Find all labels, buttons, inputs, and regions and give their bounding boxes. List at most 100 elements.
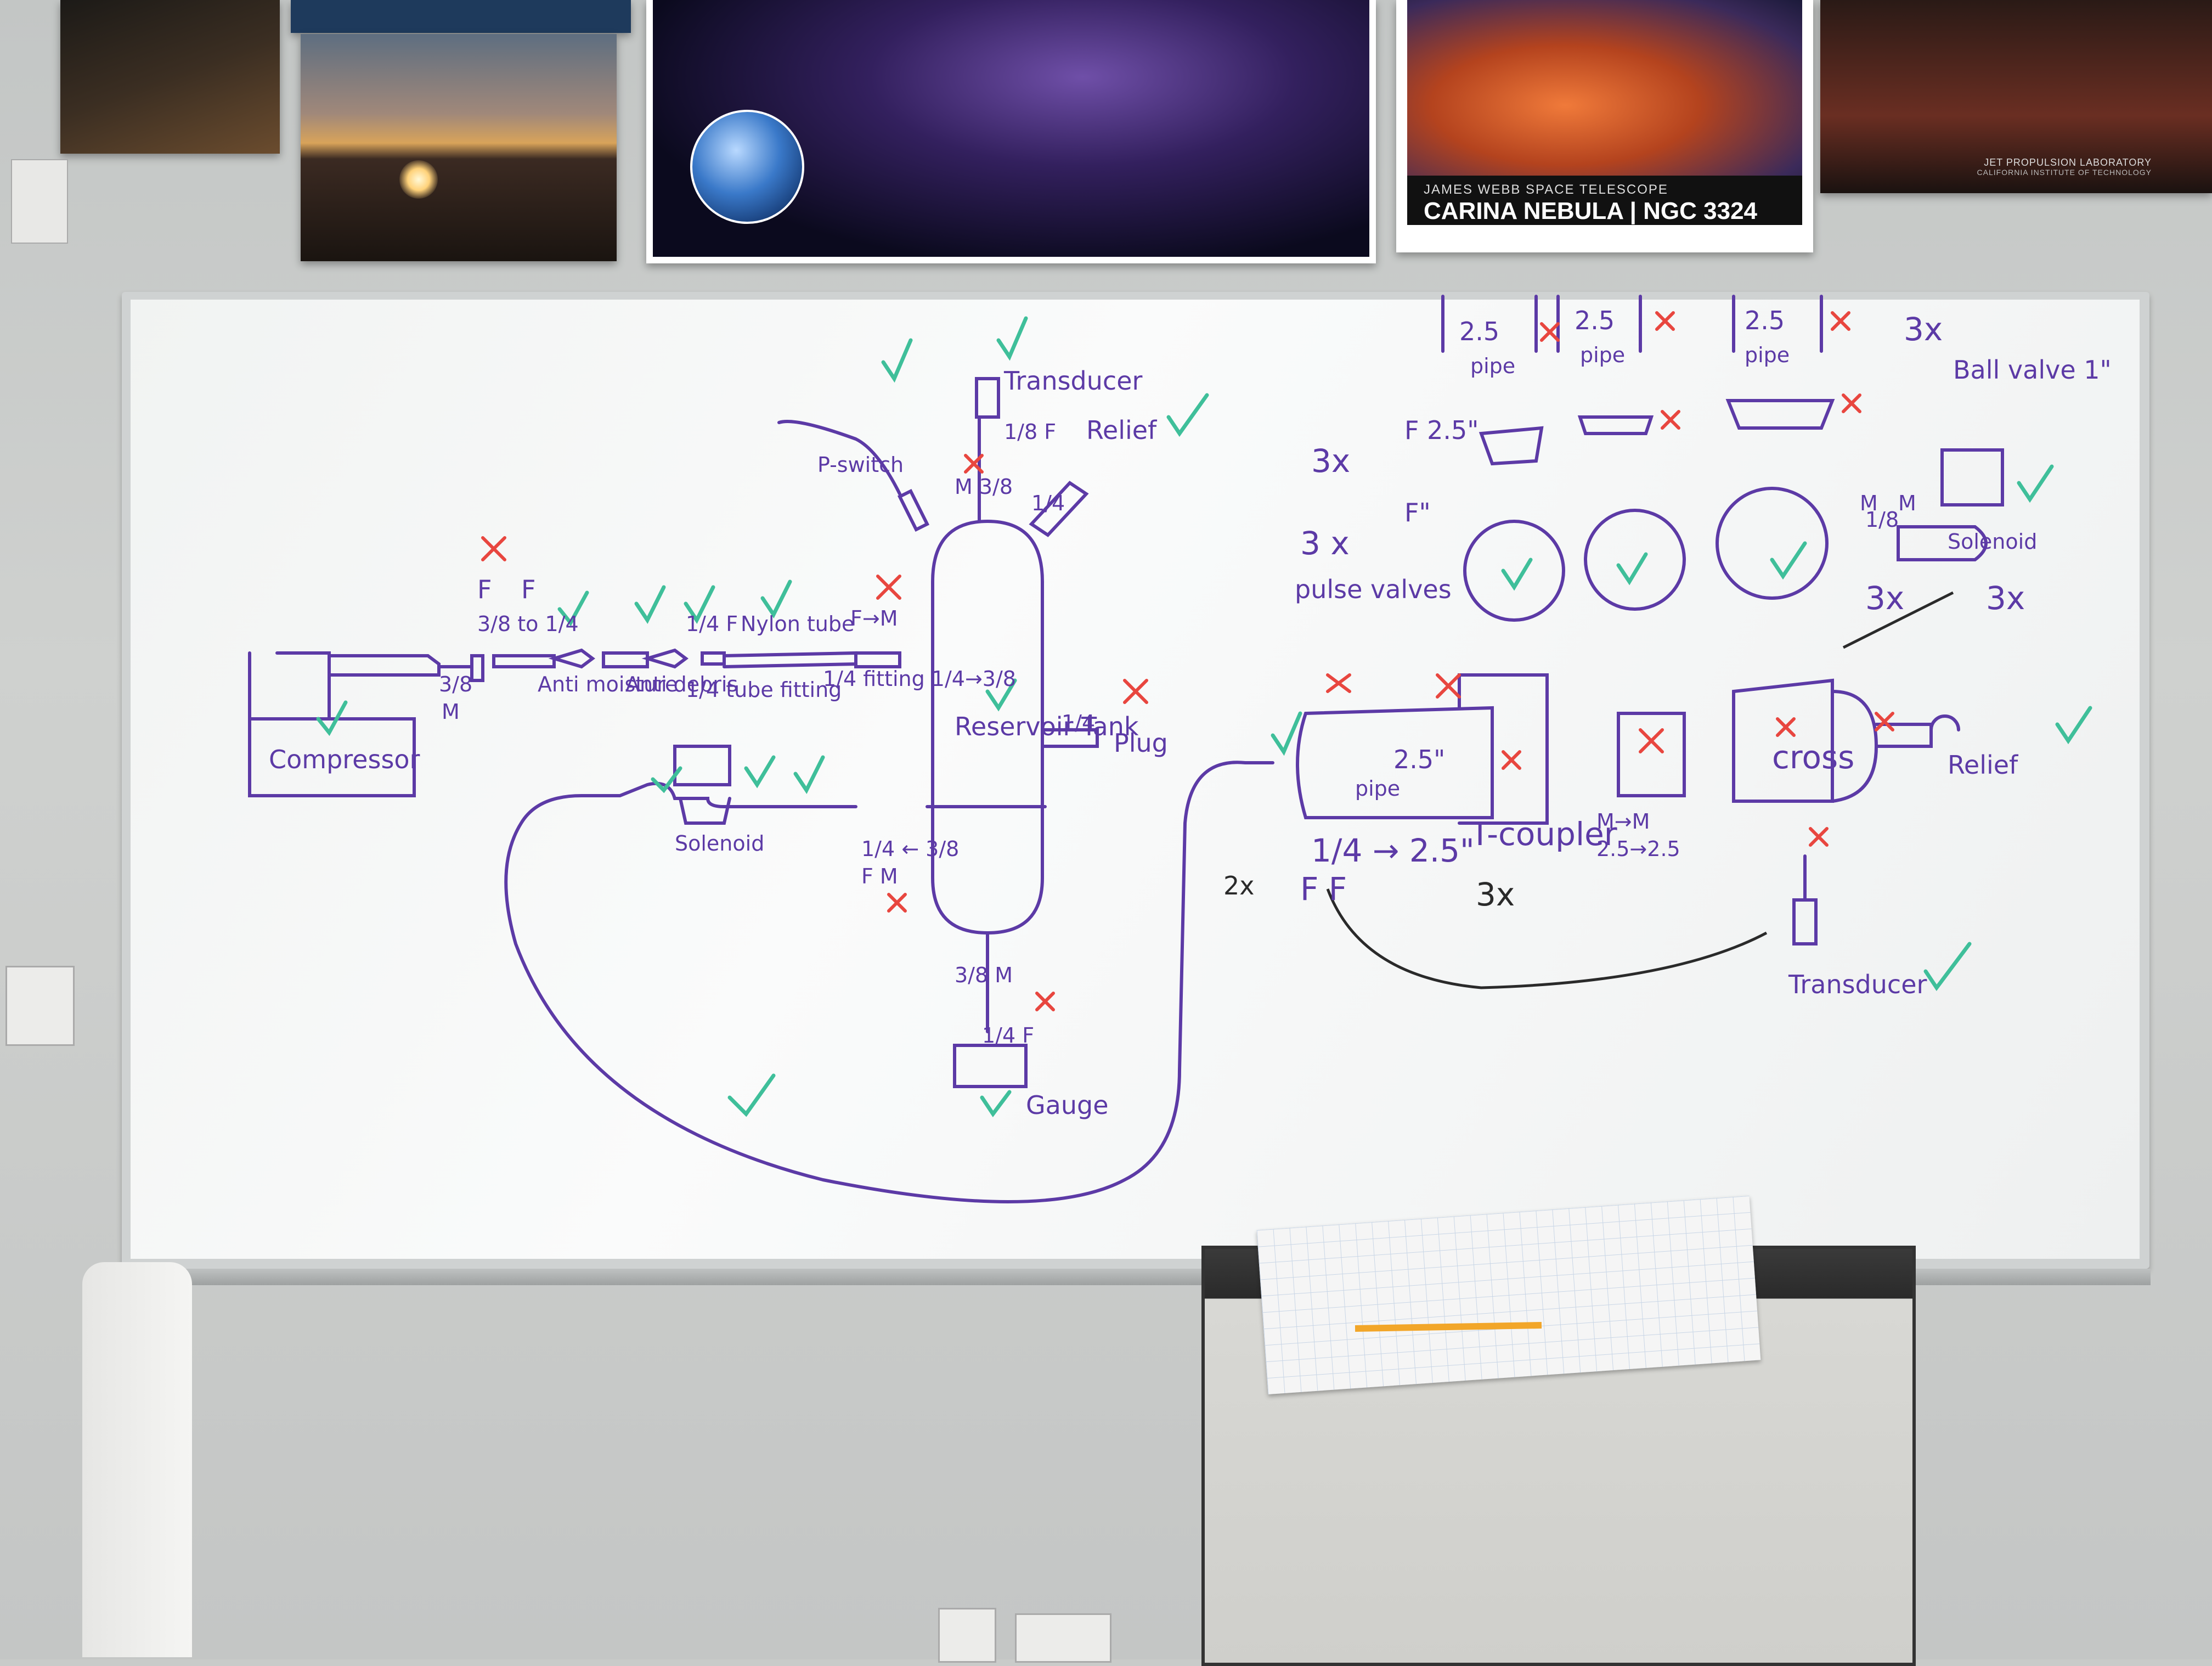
label-t-coupler: T-coupler [1470,815,1617,853]
label-quarter-top: 1/4 [1031,491,1065,515]
label-pipe-word-1: pipe [1470,354,1515,378]
label-three-x-a: 3x [1311,442,1350,480]
label-pipe-word-t: pipe [1355,776,1400,801]
tank-side-ports [926,728,1099,808]
label-ff-bottom: F F [1300,870,1347,908]
poster-title: CARINA NEBULA | NGC 3324 [1424,198,1758,224]
label-solenoid-right: Solenoid [1948,530,2037,554]
label-compressor: Compressor [269,745,420,774]
poster-subtitle: JAMES WEBB SPACE TELESCOPE [1424,182,1668,197]
relief-right-shape [1875,714,1960,748]
poster-caption: JAMES WEBB SPACE TELESCOPE CARINA NEBULA… [1407,176,1802,225]
label-gauge-14f: 1/4 F [982,1023,1034,1048]
label-gauge-38m: 3/8 M [955,963,1013,987]
poster-rover-sunset [301,34,617,261]
label-two-x: 2x [1223,871,1255,900]
label-solenoid-left: Solenoid [675,831,764,855]
label-size-38: 3/8 [439,672,472,696]
label-plug: Plug [1114,728,1168,758]
poster-cave [60,0,280,154]
jpl-label: JET PROPULSION LABORATORY [1984,157,2152,168]
label-fm-bottom: F M [861,864,898,888]
label-quarter-to-25: 1/4 → 2.5" [1311,832,1475,869]
label-relief-right: Relief [1948,750,2019,780]
label-relief-top: Relief [1086,415,1158,445]
label-eighth-f: 1/8 F [1004,420,1056,444]
pipe-25-shape [1296,706,1494,819]
wall-plate-left [5,966,75,1046]
compressor-outlet [437,654,484,682]
label-three-x-ball: 3x [1904,311,1943,348]
whiteboard [131,300,2140,1259]
label-transducer-bottom: Transducer [1788,970,1927,999]
solenoid-right-shape [1897,448,2004,561]
label-three-x-t: 3x [1476,876,1515,913]
label-m: M [442,700,460,724]
pipe-caps [1479,399,1835,466]
label-pipe-25-quote: 2.5" [1393,745,1445,774]
label-tube-fitting: 1/4 tube fitting [686,678,842,702]
label-pulse-valves: pulse valves [1295,575,1452,604]
label-anti-moisture: Anti moisture [538,672,678,696]
gauge-shape [953,931,1028,1088]
graph-paper-stack [1256,1195,1761,1395]
pulse-valve-2 [1584,509,1686,611]
poster-galaxy-earth [646,0,1376,263]
label-plug-quarter: 1/4 [1062,711,1095,735]
ball-valve-arrow [1842,591,1954,649]
label-f-to-m: F→M [850,606,898,631]
label-pipe-25-3: 2.5 [1745,306,1785,335]
nebula-image [1407,0,1802,176]
label-pipe-25-2: 2.5 [1575,306,1615,335]
sun-icon [399,160,438,199]
floor-outlet-1 [938,1608,996,1663]
label-cross: cross [1772,739,1854,776]
poster-jpl-rover: JET PROPULSION LABORATORY CALIFORNIA INS… [1820,0,2212,193]
label-fitting-14-38: 1/4 fitting 1/4→3/8 [823,667,1016,691]
return-hose [504,761,1274,1203]
label-ball-valve: Ball valve 1" [1953,355,2112,385]
reservoir-tank-shape [931,519,1044,935]
transducer-bottom-shape [1792,854,1818,945]
compressor-tank [248,651,441,721]
solenoid-left-shape [673,745,731,825]
inline-fittings [492,648,857,669]
label-fitting-bottom: 1/4 ← 3/8 [861,837,959,861]
tube-fitting-right [854,651,901,668]
transducer-stem [975,377,1000,523]
label-anti-debris: Anti debris [625,672,738,696]
earth-icon [690,110,804,224]
poster-blue-strip [291,0,631,33]
label-three-x-sol2: 3x [1986,579,2025,617]
label-f25: F 2.5" [1404,415,1479,445]
label-m-38: M 3/8 [955,475,1013,499]
poster-carina-nebula: JAMES WEBB SPACE TELESCOPE CARINA NEBULA… [1396,0,1813,252]
compressor-box [248,717,416,797]
label-eighth: 1/8 [1865,508,1899,532]
top-fittings [897,481,1089,537]
label-m-right-1: M [1860,491,1878,515]
wall-outlet [11,159,68,244]
label-three-x-pulse: 3 x [1300,525,1350,562]
p-switch-hose [777,420,901,496]
label-quarter-f: 1/4 F [686,612,738,636]
label-f-right: F [521,575,535,604]
label-f-left: F [477,575,492,604]
floor-outlet-2 [1015,1613,1111,1663]
label-reservoir-tank: Reservoir Tank [955,712,1139,741]
label-pipe-25-1: 2.5 [1459,317,1499,346]
label-nylon-tube: Nylon tube [741,612,854,636]
label-three-x-sol1: 3x [1865,579,1904,617]
label-transducer-top: Transducer [1003,366,1143,396]
black-arrow-line [1326,888,1768,989]
caltech-label: CALIFORNIA INSTITUTE OF TECHNOLOGY [1977,168,2152,177]
pulse-valve-1 [1463,520,1565,622]
label-gauge: Gauge [1026,1090,1109,1120]
label-size-25-25: 2.5→2.5 [1596,837,1680,861]
label-m-right-2: M [1898,491,1916,515]
label-pipe-word-3: pipe [1745,343,1790,367]
label-f-quote: F" [1404,498,1431,527]
pulse-valve-3 [1716,487,1829,600]
t-coupler-2 [1617,712,1686,797]
